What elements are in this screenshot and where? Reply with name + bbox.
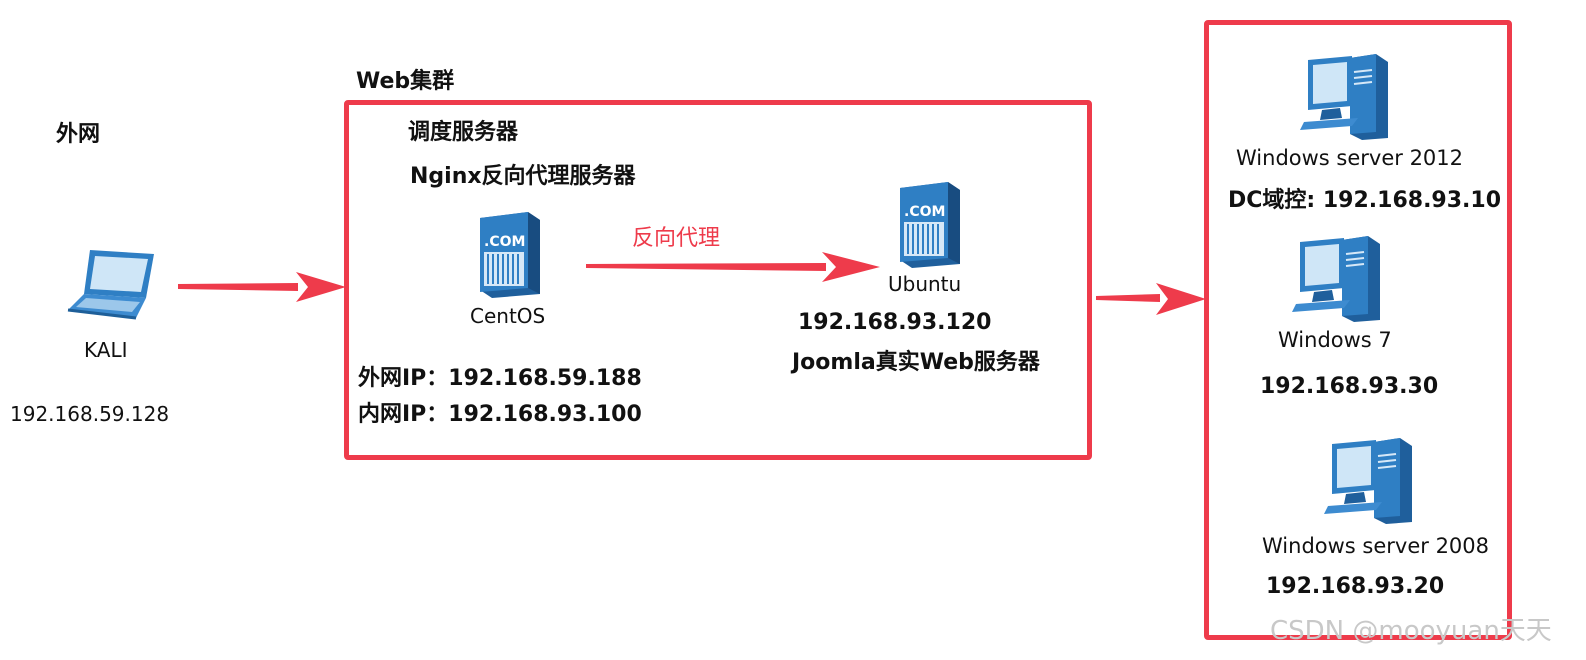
host-name: Windows server 2012 bbox=[1236, 146, 1463, 170]
host-ip: DC域控: 192.168.93.10 bbox=[1228, 182, 1501, 214]
external-network-label: 外网 bbox=[56, 116, 100, 148]
ubuntu-name: Ubuntu bbox=[888, 272, 961, 296]
arrow-centos-to-ubuntu bbox=[586, 250, 882, 286]
host-name: Windows server 2008 bbox=[1262, 534, 1489, 558]
host-ip: 192.168.93.20 bbox=[1266, 574, 1444, 599]
centos-internal-ip: 内网IP：192.168.93.100 bbox=[358, 396, 642, 428]
desktop-computer-icon bbox=[1292, 234, 1382, 322]
centos-name: CentOS bbox=[470, 304, 545, 328]
laptop-icon bbox=[64, 246, 160, 324]
server-icon: .COM bbox=[472, 208, 544, 300]
centos-external-ip: 外网IP：192.168.59.188 bbox=[358, 360, 642, 392]
desktop-computer-icon bbox=[1324, 436, 1414, 524]
arrow-kali-to-cluster bbox=[178, 268, 348, 306]
web-cluster-label: Web集群 bbox=[356, 63, 454, 95]
scheduler-label: 调度服务器 bbox=[408, 114, 518, 146]
arrow-cluster-to-internal bbox=[1096, 280, 1208, 318]
kali-ip: 192.168.59.128 bbox=[10, 402, 169, 426]
ubuntu-icon-text: .COM bbox=[904, 204, 945, 220]
reverse-proxy-label: 反向代理 bbox=[632, 220, 720, 252]
watermark: CSDN @mooyuan天天 bbox=[1270, 610, 1552, 647]
centos-icon-text: .COM bbox=[484, 234, 525, 250]
nginx-proxy-label: Nginx反向代理服务器 bbox=[410, 158, 636, 190]
ubuntu-role: Joomla真实Web服务器 bbox=[792, 344, 1040, 376]
host-ip: 192.168.93.30 bbox=[1260, 374, 1438, 399]
server-icon: .COM bbox=[892, 178, 964, 270]
desktop-computer-icon bbox=[1300, 52, 1390, 140]
kali-name: KALI bbox=[84, 338, 128, 362]
host-name: Windows 7 bbox=[1278, 328, 1392, 352]
ubuntu-ip: 192.168.93.120 bbox=[798, 310, 991, 335]
